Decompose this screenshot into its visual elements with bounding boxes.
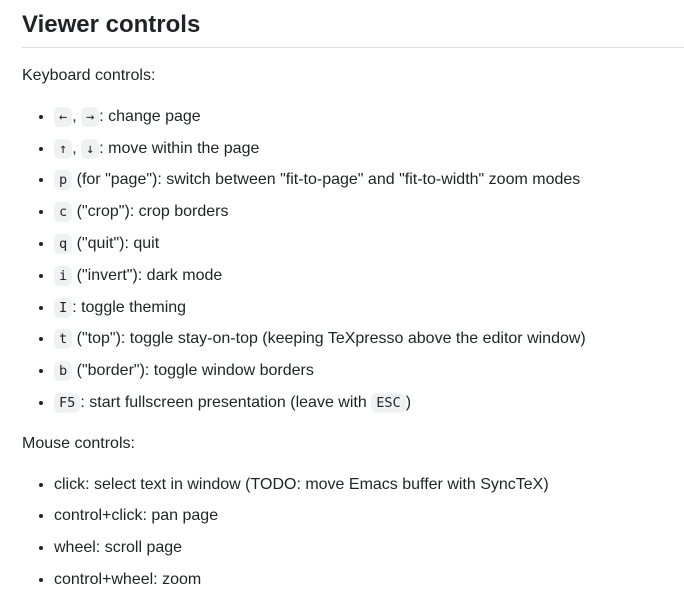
list-item: t ("top"): toggle stay-on-top (keeping T… [54, 327, 684, 352]
key-badge: → [81, 106, 100, 127]
list-item: i ("invert"): dark mode [54, 264, 684, 289]
list-item: F5: start fullscreen presentation (leave… [54, 391, 684, 416]
list-item: ↑, ↓: move within the page [54, 137, 684, 162]
key-badge: q [54, 233, 73, 254]
key-badge: p [54, 170, 73, 191]
key-badge: i [54, 265, 73, 286]
key-badge: ESC [371, 392, 406, 413]
list-item: p (for "page"): switch between "fit-to-p… [54, 168, 684, 193]
list-item: I: toggle theming [54, 296, 684, 321]
list-item: click: select text in window (TODO: move… [54, 473, 684, 498]
key-badge: t [54, 329, 73, 350]
key-badge: F5 [54, 392, 81, 413]
section-intro-mouse-controls: Mouse controls: [22, 434, 135, 452]
section-intro-keyboard-controls: Keyboard controls: [22, 67, 156, 84]
key-badge: ← [54, 106, 73, 127]
keyboard-controls-list: ←, →: change page ↑, ↓: move within the p… [22, 105, 684, 416]
key-badge: ↑ [54, 138, 73, 159]
list-item: q ("quit"): quit [54, 232, 684, 257]
list-item: b ("border"): toggle window borders [54, 359, 684, 384]
list-item: wheel: scroll page [54, 536, 684, 561]
list-item: control+wheel: zoom [54, 568, 684, 593]
key-badge: b [54, 361, 73, 382]
list-item: control+click: pan page [54, 504, 684, 529]
key-badge: I [54, 297, 73, 318]
page-title: Viewer controls [22, 10, 684, 48]
list-item: c ("crop"): crop borders [54, 200, 684, 225]
key-badge: c [54, 202, 73, 223]
list-item: ←, →: change page [54, 105, 684, 130]
controls-content: Keyboard controls: ←, →: change page ↑, ↓:… [22, 64, 684, 593]
key-badge: ↓ [81, 138, 100, 159]
mouse-controls-list: click: select text in window (TODO: move… [22, 473, 684, 593]
